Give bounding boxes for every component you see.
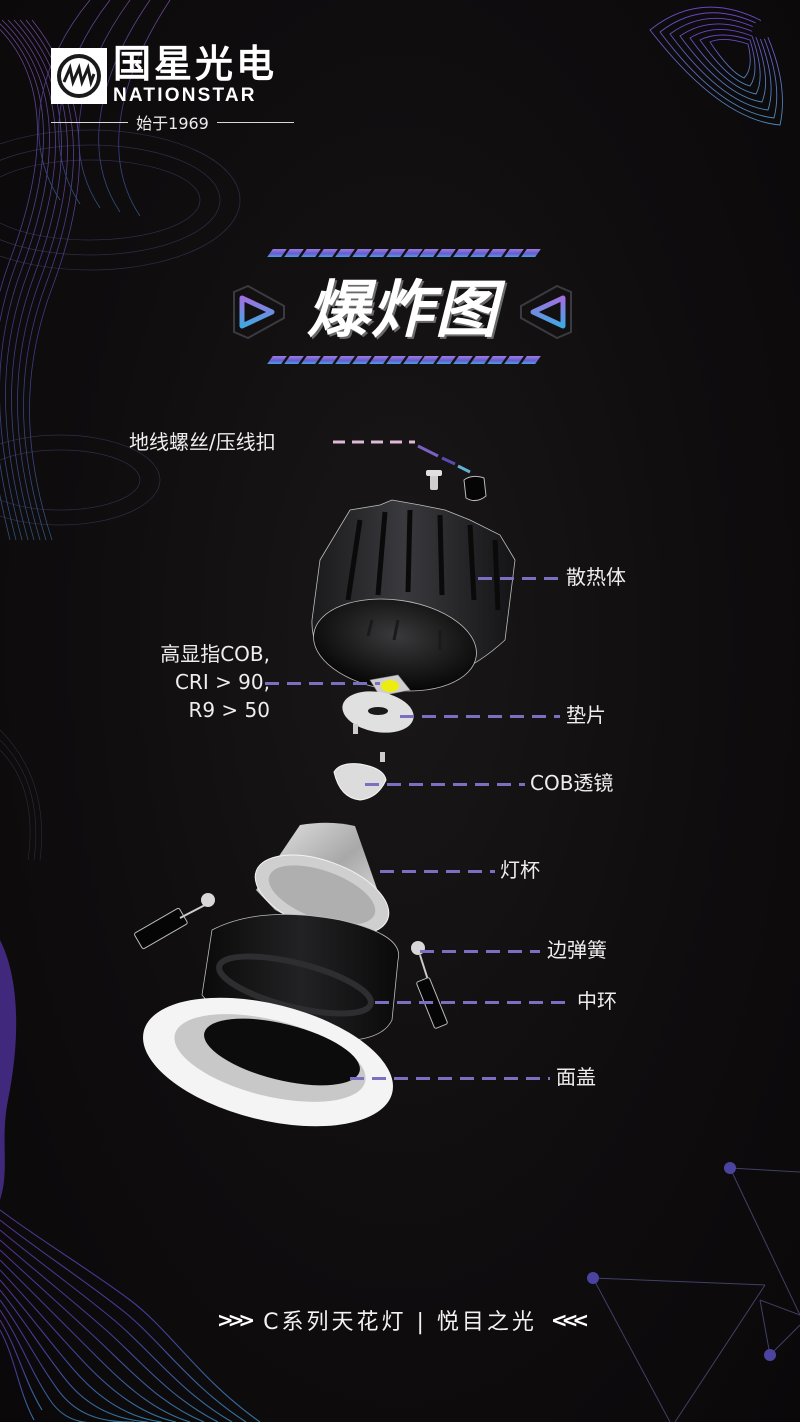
ribbon-bottom-left-decoration bbox=[0, 940, 261, 1422]
connector-face-cover bbox=[350, 1077, 550, 1080]
connector-side-spring bbox=[420, 950, 540, 953]
label-gasket: 垫片 bbox=[566, 703, 606, 727]
cob-lens-part bbox=[333, 763, 387, 801]
label-cob: 高显指COB, CRI > 90, R9 > 50 bbox=[110, 640, 270, 724]
divider-line bbox=[216, 121, 295, 123]
logo-since-row: 始于1969 bbox=[51, 112, 295, 133]
footer-tagline: >>> C系列天花灯 | 悦目之光 <<< bbox=[0, 1304, 800, 1336]
chevrons-right-icon: >>> bbox=[216, 1308, 255, 1332]
wave-lines-left-mid-decoration bbox=[0, 729, 43, 861]
connector-cob bbox=[265, 682, 380, 685]
page-title: 爆炸图 bbox=[306, 273, 499, 346]
play-triangle-left-icon bbox=[520, 284, 572, 340]
label-cob-line-2: CRI > 90, bbox=[174, 670, 270, 694]
gasket-part bbox=[342, 691, 414, 762]
connector-heat-sink bbox=[478, 577, 560, 580]
side-spring-left-part bbox=[134, 893, 215, 950]
face-cover-part bbox=[143, 997, 393, 1127]
ground-screw-part bbox=[426, 470, 442, 490]
footer-text: C系列天花灯 | 悦目之光 bbox=[263, 1310, 537, 1335]
side-spring-right-part bbox=[411, 941, 448, 1029]
ground-screw-connector bbox=[333, 440, 471, 474]
heat-sink-part bbox=[311, 499, 516, 692]
connector-cob-lens bbox=[365, 783, 525, 786]
play-triangle-right-icon bbox=[233, 284, 285, 340]
label-reflector: 灯杯 bbox=[500, 858, 540, 882]
label-ground-screw: 地线螺丝/压线扣 bbox=[129, 430, 276, 454]
title-stripes-top bbox=[267, 249, 541, 257]
connector-reflector bbox=[380, 870, 495, 873]
chevrons-left-icon: <<< bbox=[550, 1308, 589, 1332]
wire-clamp-part bbox=[463, 475, 487, 502]
logo-chinese-name: 国星光电 bbox=[113, 42, 278, 86]
label-heat-sink: 散热体 bbox=[566, 565, 626, 589]
title-stripes-bottom bbox=[267, 356, 541, 364]
logo-since-text: 始于1969 bbox=[136, 114, 209, 133]
connector-middle-ring bbox=[375, 1001, 565, 1004]
divider-line bbox=[51, 121, 129, 123]
nationstar-logo-icon bbox=[51, 48, 107, 104]
label-middle-ring: 中环 bbox=[577, 989, 617, 1013]
label-cob-lens: COB透镜 bbox=[530, 771, 614, 795]
spiral-lines-top-right-decoration bbox=[649, 6, 783, 126]
reflector-cup-part bbox=[254, 822, 390, 936]
constellation-bottom-right-decoration bbox=[587, 1162, 800, 1422]
label-cob-line-3: R9 > 50 bbox=[188, 698, 270, 722]
logo-english-name: NATIONSTAR bbox=[113, 85, 257, 106]
label-side-spring: 边弹簧 bbox=[547, 938, 607, 962]
cob-chip-part bbox=[369, 674, 411, 697]
label-face-cover: 面盖 bbox=[556, 1065, 596, 1089]
middle-ring-part bbox=[201, 914, 400, 1042]
label-cob-line-1: 高显指COB, bbox=[160, 642, 270, 666]
connector-gasket bbox=[400, 715, 560, 718]
